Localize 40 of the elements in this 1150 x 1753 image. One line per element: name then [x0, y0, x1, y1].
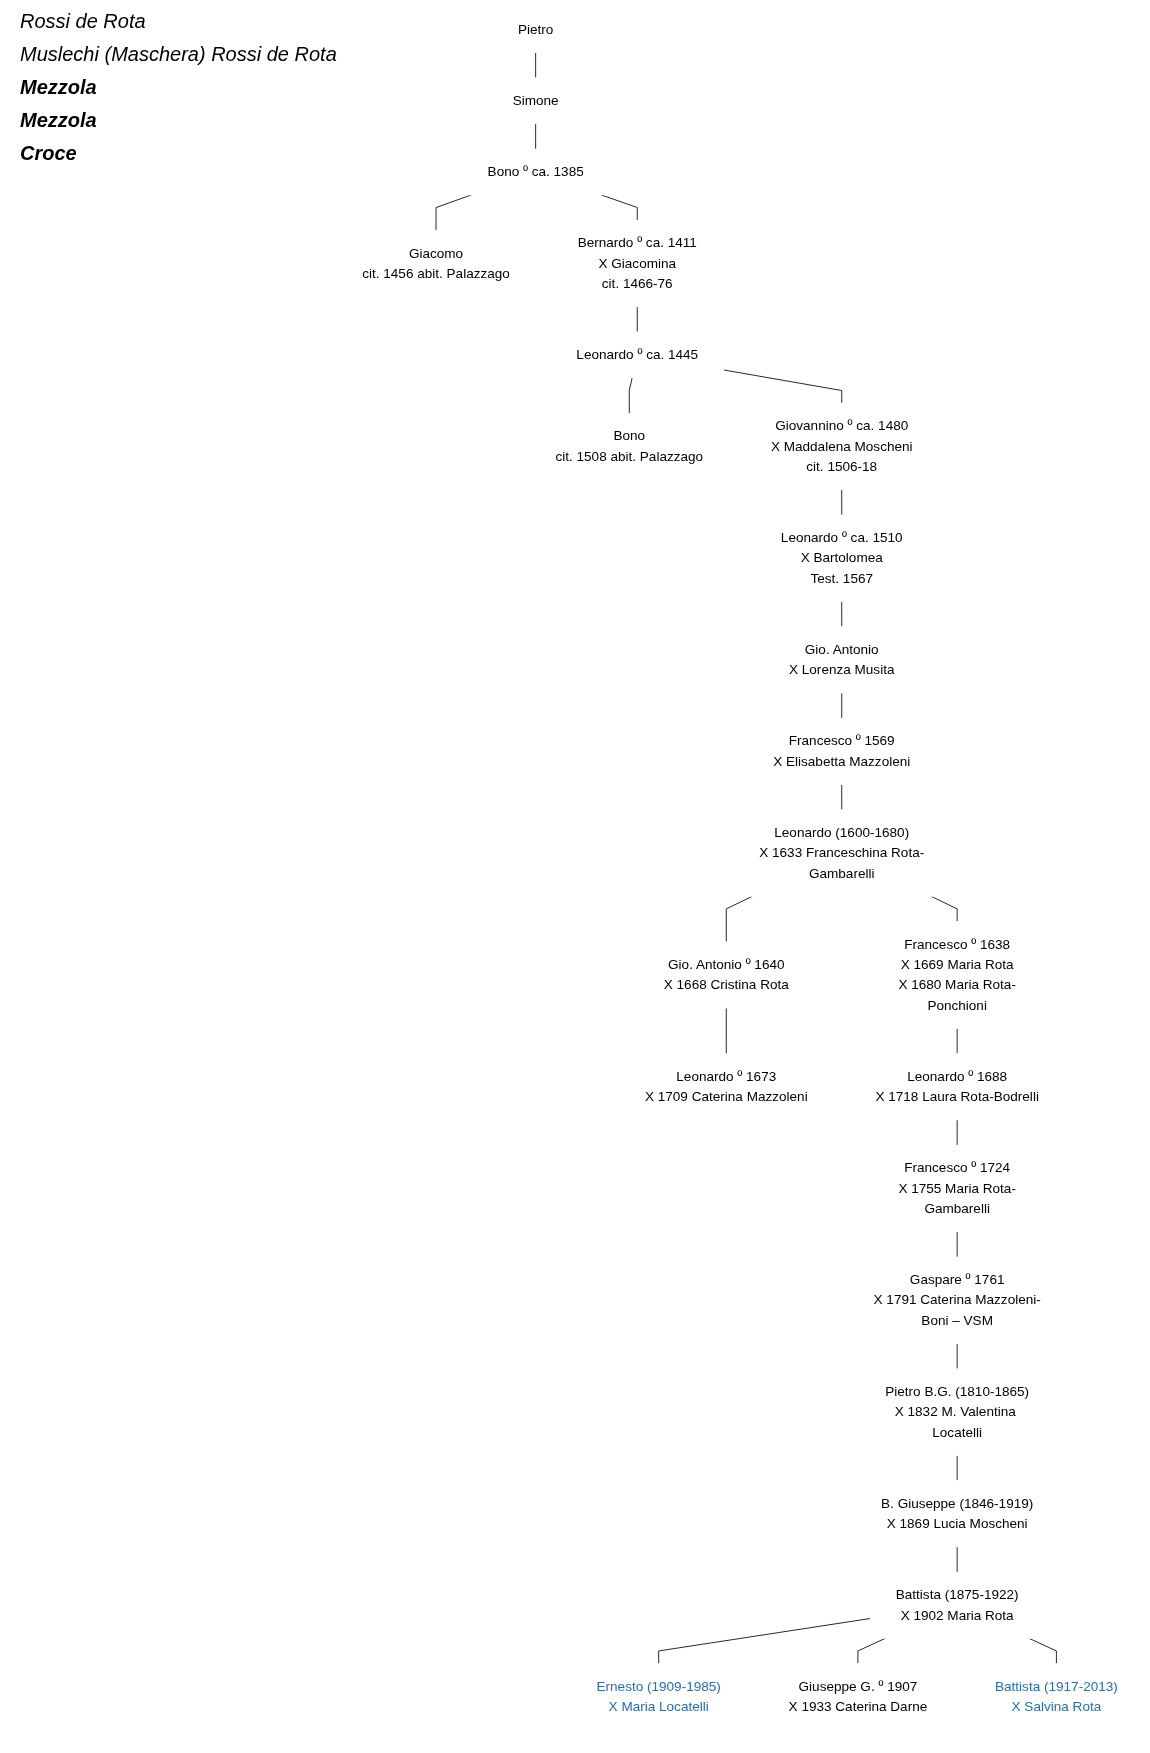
node-text: B. Giuseppe (1846-1919) X 1869 Lucia Moscheni [881, 1495, 1034, 1531]
node-text: Simone [512, 93, 559, 108]
connector [841, 489, 843, 516]
node-text: Giuseppe G. º 1907 X 1933 Caterina Darne [788, 1678, 928, 1714]
node-text: Giacomo cit. 1456 abit. Palazzago [362, 245, 510, 281]
node-text: Bono cit. 1508 abit. Palazzago [555, 428, 704, 464]
node-text: Francesco º 1569 X Elisabetta Mazzoleni [773, 733, 911, 769]
place-note: Rossi de Rota [20, 10, 147, 33]
node-text: Leonardo º 1688 X 1718 Laura Rota-Bodrelli [875, 1069, 1039, 1104]
place-note: Mezzola [20, 76, 98, 99]
connector [658, 1618, 871, 1665]
node-text: Ernesto (1909-1985) X Maria Locatelli [596, 1678, 721, 1714]
node-text: Pietro B.G. (1810-1865) X 1832 M. Valentina Locatelli [885, 1384, 1030, 1440]
connector [841, 692, 843, 719]
node-text: Francesco º 1638 X 1669 Maria Rota X 1680 Maria Rota-Ponchioni [898, 936, 1016, 1013]
node-text: Francesco º 1724 X 1755 Maria Rota-Gambarelli [898, 1160, 1016, 1216]
node-text: Leonardo º 1673 X 1709 Caterina Mazzoleni [644, 1069, 808, 1104]
node-text: Battista (1875-1922) X 1902 Maria Rota [895, 1587, 1019, 1623]
node-text: Pietro [517, 22, 554, 37]
node-text: Bernardo º ca. 1411 X Giacomina cit. 1466-76 [577, 235, 697, 291]
connector [535, 52, 537, 79]
connector [841, 783, 843, 811]
connector [600, 194, 638, 221]
node-text: Leonardo (1600-1680) X 1633 Franceschina Rota-Gambarelli [759, 825, 925, 881]
connector [628, 377, 633, 414]
node-text: Gio. Antonio º 1640 X 1668 Cristina Rota [663, 957, 789, 992]
node-text: Gio. Antonio X Lorenza Musita [788, 642, 895, 677]
node-text: Giovannino º ca. 1480 X Maddalena Moscheni cit. 1506-18 [770, 418, 913, 474]
node-text: Leonardo º ca. 1510 X Bartolomea Test. 1567 [780, 530, 903, 586]
connector [857, 1637, 886, 1665]
connector [723, 369, 843, 404]
place-note: Croce [20, 142, 78, 165]
place-note: Mezzola [20, 109, 98, 132]
node-text: Bono º ca. 1385 [487, 164, 584, 179]
node-text: Battista (1917-2013) X Salvina Rota [995, 1678, 1118, 1714]
place-note: Muslechi (Maschera) Rossi de Rota [20, 43, 338, 66]
connector [535, 123, 537, 150]
node-text: Gaspare º 1761 X 1791 Caterina Mazzoleni-Boni – VSM [873, 1272, 1041, 1328]
connector [841, 601, 843, 628]
node-text: Leonardo º ca. 1445 [576, 347, 699, 362]
